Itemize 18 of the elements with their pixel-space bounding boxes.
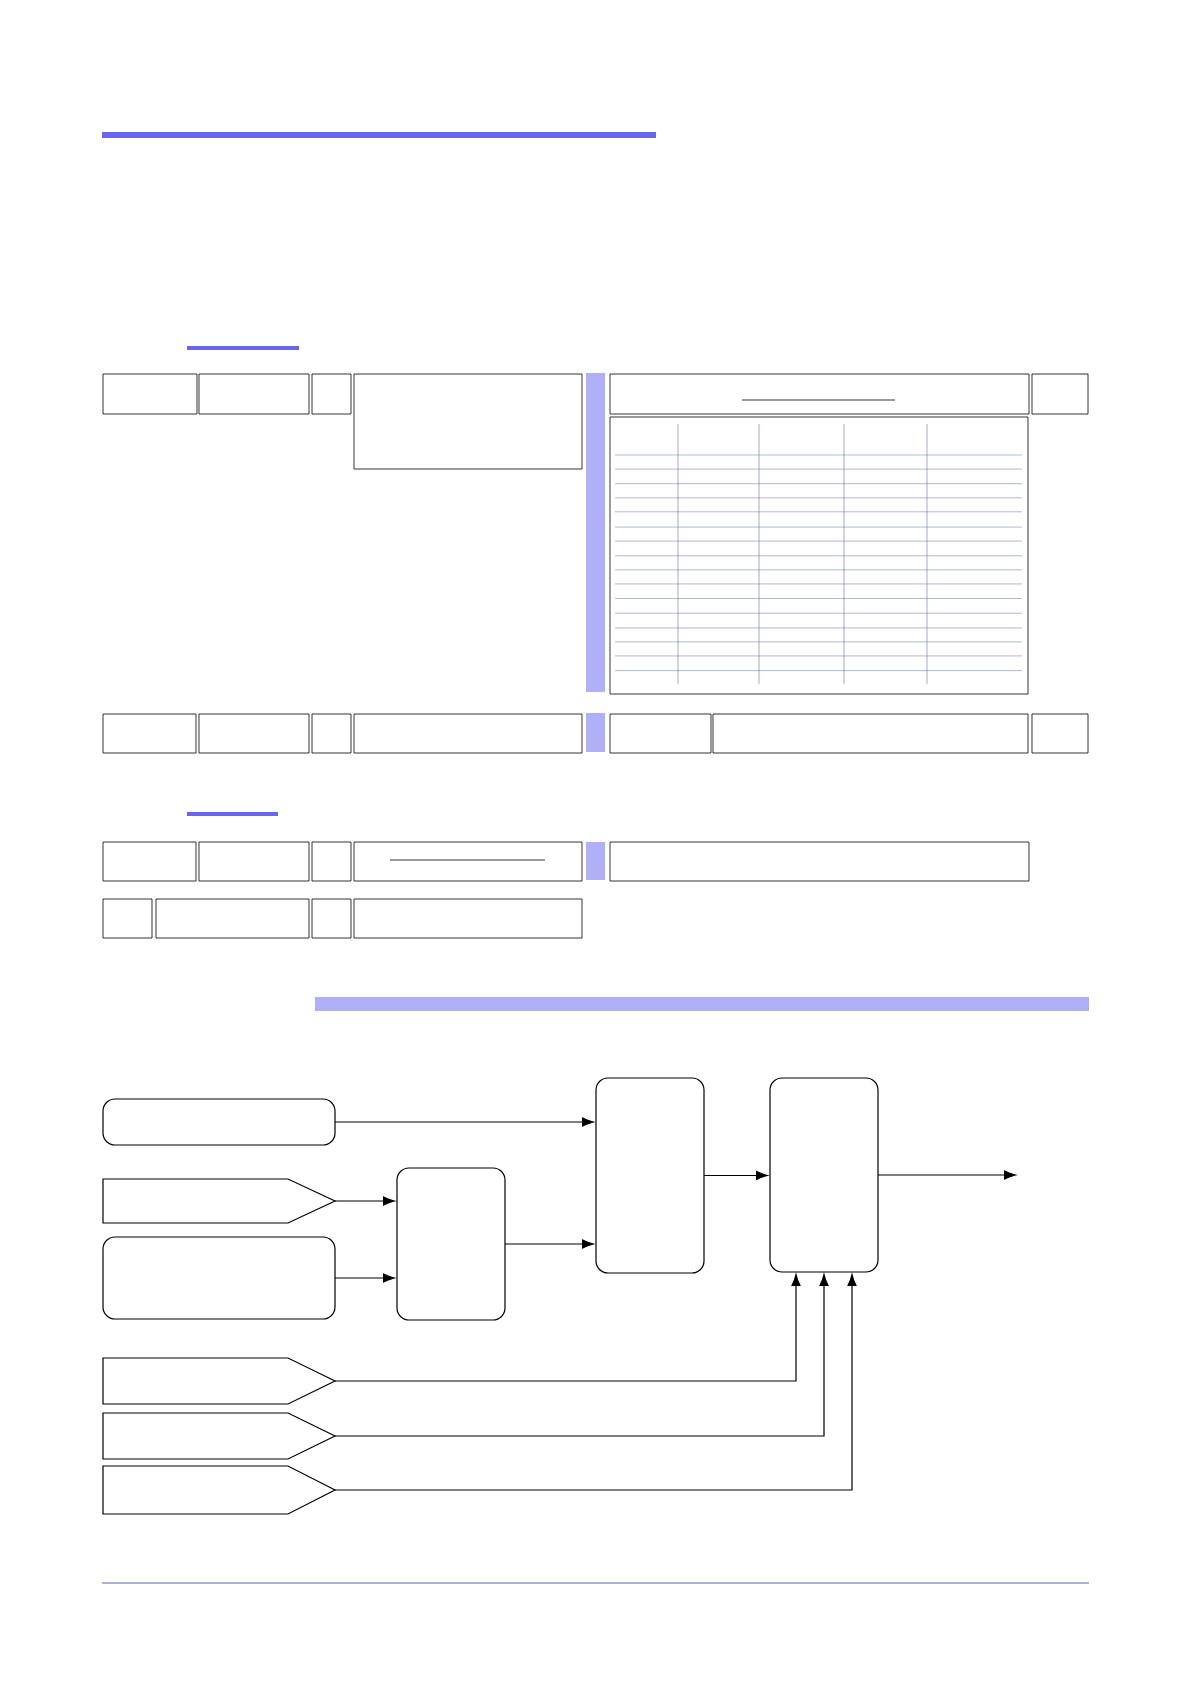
arrow <box>334 1274 801 1382</box>
process-box <box>769 1077 879 1273</box>
process-box <box>396 1167 506 1321</box>
arrow <box>334 1196 395 1206</box>
arrow <box>504 1239 594 1249</box>
arrow <box>334 1273 395 1283</box>
arrow <box>334 1274 857 1491</box>
process-box <box>102 1236 336 1320</box>
arrow <box>703 1170 768 1181</box>
input-pentagon <box>102 1357 337 1405</box>
process-box <box>595 1077 705 1274</box>
arrow <box>334 1274 829 1437</box>
process-box <box>102 1098 336 1146</box>
arrow <box>877 1170 1016 1180</box>
arrow <box>334 1117 594 1127</box>
input-pentagon <box>102 1465 337 1515</box>
input-pentagon <box>102 1412 337 1460</box>
input-pentagon <box>102 1178 337 1224</box>
